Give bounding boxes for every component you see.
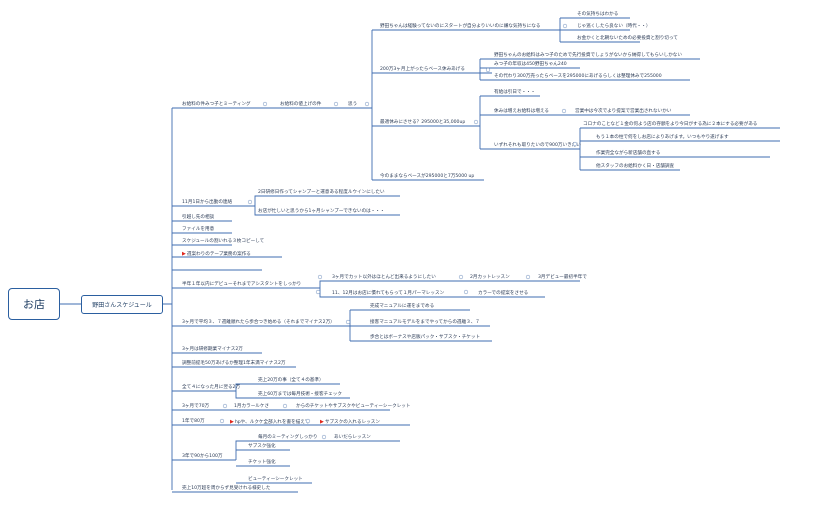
node-n49-text: サブスクの入れるレッスン xyxy=(324,420,380,425)
flag-icon: ▶ xyxy=(182,251,186,257)
node-n17[interactable]: 他スタッフのお給料かく日・店舗調査 xyxy=(596,164,675,169)
node-n27[interactable]: スケジュールの割いれる３枚コピーして xyxy=(182,239,265,244)
node-n11[interactable]: 営業中は今次でより提案で営業出されないかい xyxy=(575,109,672,114)
node-n12[interactable]: 最適休みにさせる？295000と35,000up xyxy=(380,120,466,125)
node-n51[interactable]: あいだらレッスン xyxy=(334,435,371,440)
node-n35[interactable]: 売成マニュアルに運をまでめる xyxy=(370,304,435,309)
node-n07[interactable]: みつ子の年収は450野田ちゃん240 xyxy=(494,62,567,67)
node-n19[interactable]: お給料の件みつ子とミーティング xyxy=(182,102,251,107)
node-n26[interactable]: ファイルを用意 xyxy=(182,227,215,232)
node-n37[interactable]: 接客マニュアルモデルをまでやってからの週離３、７ xyxy=(370,320,480,325)
node-n03[interactable]: じゃ逃くしたら良ない（時代・・） xyxy=(577,24,651,29)
node-n43[interactable]: 売上60万までは毎月技術・接客チェック xyxy=(258,392,342,397)
node-n01[interactable]: その気持ちはわかる xyxy=(577,12,619,17)
node-n49[interactable]: ▶サブスクの入れるレッスン xyxy=(320,419,380,426)
node-n44[interactable]: 3ヶ月で70万 xyxy=(182,404,210,409)
node-n56[interactable]: 売上10万超を周からず見受けれる様史した xyxy=(182,486,271,491)
node-n47[interactable]: 1年で80万 xyxy=(182,419,205,424)
node-n10[interactable]: 休みは増えお給料は増える xyxy=(494,109,549,114)
node-n25[interactable]: 引越し先の相談 xyxy=(182,215,215,220)
node-n21[interactable]: 思う xyxy=(348,102,358,107)
node-n20[interactable]: お給料の値上げの件 xyxy=(280,102,322,107)
schedule-node[interactable]: 野田さんスケジュール xyxy=(81,295,163,314)
node-n38[interactable]: 歩合とはボーナスや店販パック・サブスク・チケット xyxy=(370,335,481,340)
node-n52[interactable]: サブスク強化 xyxy=(248,444,276,449)
node-n42[interactable]: 全て４になった月に翌る2万 xyxy=(182,385,241,390)
node-n06[interactable]: 200万3ヶ月上がったらベース休みあげる xyxy=(380,67,465,72)
node-n46[interactable]: からのチケットやサブスクやビューティーシークレット xyxy=(296,404,411,409)
node-n54[interactable]: チケット強化 xyxy=(248,460,276,465)
node-n15[interactable]: いずれそれも取りたいので900万いきたい xyxy=(494,143,581,148)
node-n22[interactable]: 2日研修日作ってシャンプーと運意ある程度ルウインにしたい xyxy=(258,190,385,195)
node-n23[interactable]: 11月1日から出勤の連絡 xyxy=(182,200,233,205)
node-n41[interactable]: 売上20万の事（全て４の基準） xyxy=(258,378,324,383)
root-node[interactable]: お店 xyxy=(8,288,60,320)
flag-icon: ▶ xyxy=(230,419,234,425)
node-n28[interactable]: ▶週案わりのテープ業務の案作る xyxy=(182,251,251,258)
node-n05[interactable]: 野田ちゃんのお給料はみつ子のためで先行投資でしょうがないから納得してもらいしかな… xyxy=(494,53,682,58)
node-n48[interactable]: ▶hpや、ルクケ全部入れを書を描えて xyxy=(230,419,309,426)
node-n36[interactable]: 3ヶ月で平均３、７週離順れたら歩合つき始める（それまでマイナス2万） xyxy=(182,320,335,325)
node-n30[interactable]: 2月カットレッスン xyxy=(470,275,510,280)
node-n34[interactable]: カラーでの提案をさせる xyxy=(478,291,529,296)
node-n45[interactable]: 1月カラールケさ xyxy=(234,404,270,409)
node-n48-text: hpや、ルクケ全部入れを書を描えて xyxy=(234,420,310,425)
node-n08[interactable]: その代わり300万売ったらベースを295000にあげるらしくは整理休みで2550… xyxy=(494,74,662,79)
node-n50[interactable]: 毎月のミーティングしっかり xyxy=(258,435,318,440)
flag-icon: ▶ xyxy=(320,419,324,425)
node-n13[interactable]: コロナのことなど１金の何よう店の存額をより今日がする為に２本にする必要がある xyxy=(583,122,758,127)
node-n32[interactable]: 半年１年以内にデビューそれまでアシスタントをしっかり xyxy=(182,282,302,287)
node-n29[interactable]: 3ヶ月でカット以外はほとんど出来るようにしたい xyxy=(332,275,436,280)
node-n16[interactable]: 作業完全ながら新店舗の直する xyxy=(596,151,661,156)
node-n14[interactable]: もう１本の柱で何をしお店によりあげます。いつもやり遂げます xyxy=(596,135,729,140)
node-n31[interactable]: 3月デビュー最初半年で xyxy=(538,275,587,280)
node-n55[interactable]: ビューティーシークレット xyxy=(248,477,303,482)
node-n53[interactable]: 3年で90から100万 xyxy=(182,454,223,459)
node-n04[interactable]: お金かくと北朝ないための必要投資と割り切って xyxy=(577,36,678,41)
node-n40[interactable]: 調整前提毛50万あげるか整理1年末満マイナス2万 xyxy=(182,361,286,366)
node-n39[interactable]: 3ヶ月は研修期業マイナス2万 xyxy=(182,347,243,352)
node-n09[interactable]: 有給は引日で・・・ xyxy=(494,90,536,95)
node-n33[interactable]: 11、12月はお店に慣れてもらって１月パーマレッスン xyxy=(332,291,445,296)
node-n02[interactable]: 野田ちゃんは経験ってないのにスタートが自分よりいいのに嫌な気持ちになる xyxy=(380,24,541,29)
node-n18[interactable]: 今のままならベースが295000と7万5000 up xyxy=(380,174,475,179)
node-n24[interactable]: お店が忙しいと思うから1ヶ月シャンプーできないのは・・・ xyxy=(258,209,385,214)
node-n28-text: 週案わりのテープ業務の案作る xyxy=(186,252,251,257)
